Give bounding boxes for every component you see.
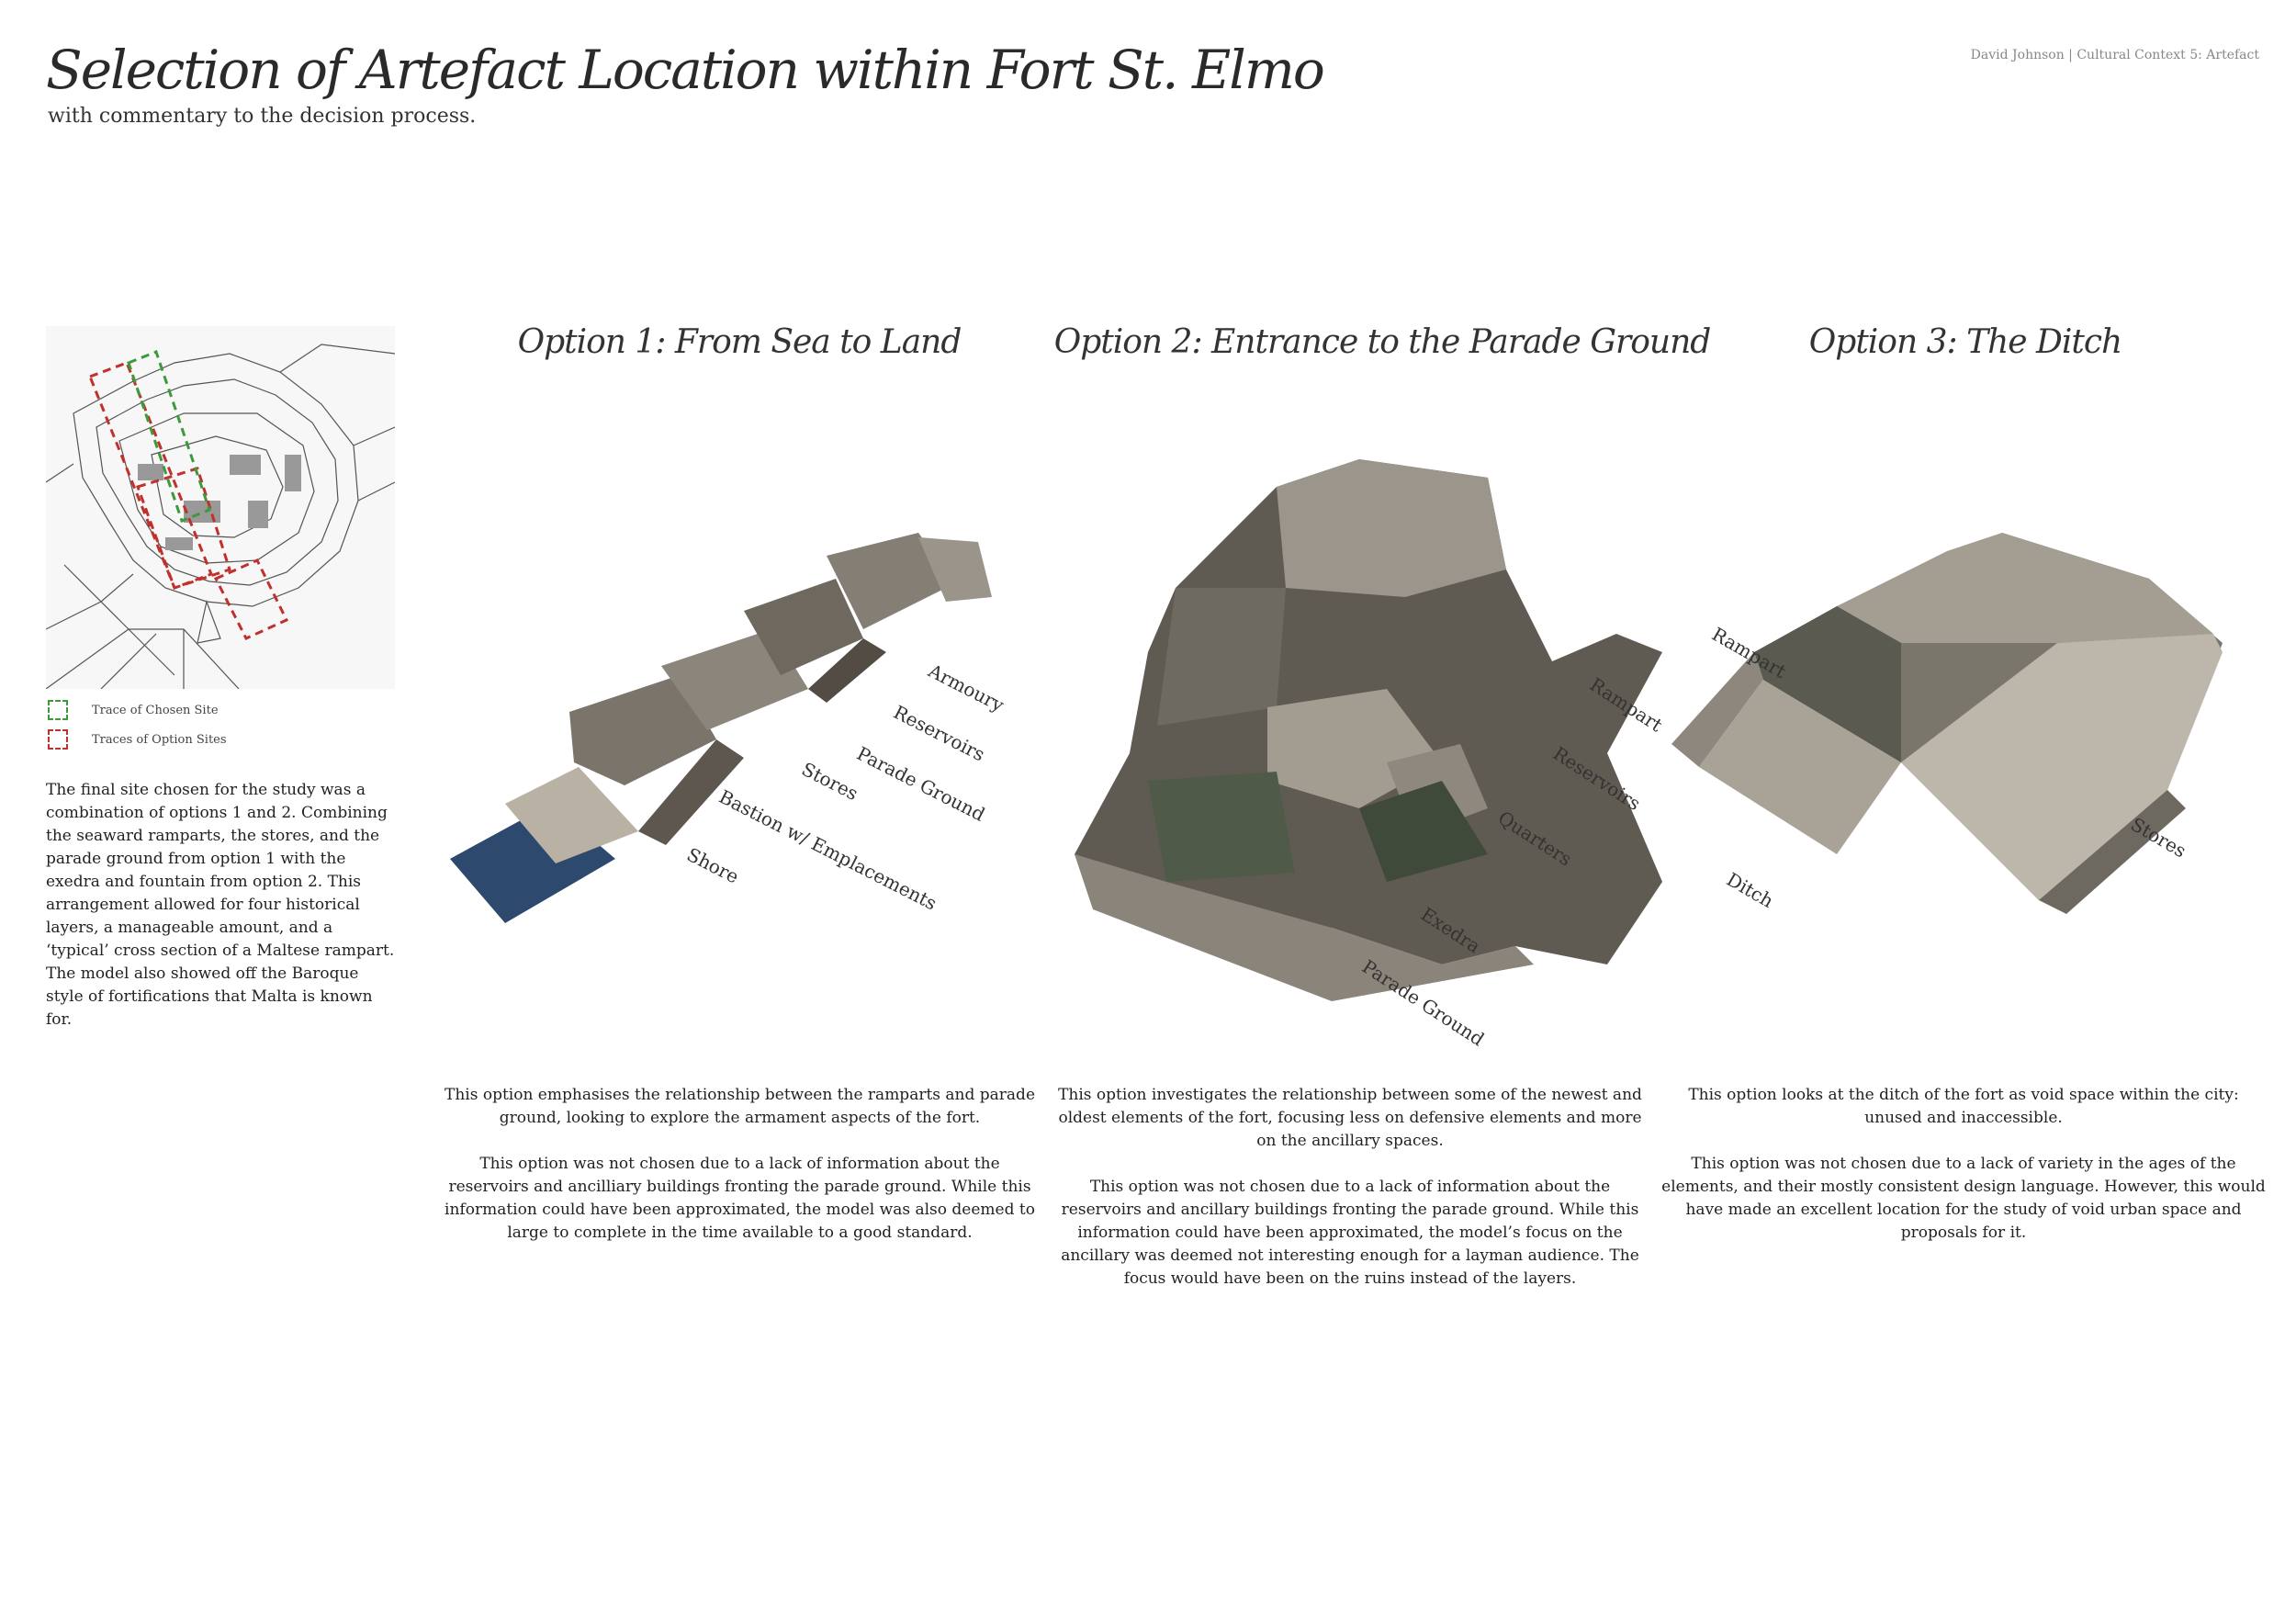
- option-3-paragraph: This option was not chosen due to a lack…: [1661, 1155, 2266, 1242]
- option-2-paragraph: This option was not chosen due to a lack…: [1061, 1178, 1639, 1288]
- option-1-trace: [88, 361, 213, 590]
- page-subtitle: with commentary to the decision process.: [48, 105, 477, 128]
- green-dashed-square-icon: [48, 700, 68, 720]
- option-1-description: This option emphasises the relationship …: [439, 1084, 1041, 1268]
- option-3-paragraph: This option looks at the ditch of the fo…: [1688, 1086, 2239, 1127]
- fort-site-plan-map: [46, 326, 395, 689]
- option-2-description: This option investigates the relationshi…: [1056, 1084, 1644, 1314]
- option-2-heading: Option 2: Entrance to the Parade Ground: [1053, 323, 1712, 361]
- option-3-description: This option looks at the ditch of the fo…: [1660, 1084, 2267, 1268]
- option-2-paragraph: This option investigates the relationshi…: [1058, 1086, 1642, 1150]
- option-3-3d-model: [1671, 533, 2223, 914]
- legend-chosen-site: Trace of Chosen Site: [48, 700, 219, 720]
- option-1-3d-model: [450, 533, 992, 923]
- chosen-site-trace: [127, 350, 211, 523]
- legend-option-sites: Traces of Option Sites: [48, 729, 227, 750]
- author-credit: David Johnson | Cultural Context 5: Arte…: [1970, 48, 2259, 62]
- option-1-paragraph: This option was not chosen due to a lack…: [445, 1155, 1035, 1242]
- option-1-paragraph: This option emphasises the relationship …: [444, 1086, 1036, 1127]
- legend-chosen-label: Trace of Chosen Site: [92, 703, 219, 717]
- option-3-trace: [213, 558, 289, 640]
- site-selection-summary: The final site chosen for the study was …: [46, 781, 395, 1029]
- option-3-heading: Option 3: The Ditch: [1808, 323, 2122, 361]
- option-2-3d-model: [1075, 459, 1662, 1001]
- option-2-trace: [136, 467, 231, 590]
- page-title: Selection of Artefact Location within Fo…: [46, 39, 1325, 101]
- option-1-heading: Option 1: From Sea to Land: [517, 323, 962, 361]
- red-dashed-square-icon: [48, 729, 68, 750]
- legend-options-label: Traces of Option Sites: [92, 732, 227, 747]
